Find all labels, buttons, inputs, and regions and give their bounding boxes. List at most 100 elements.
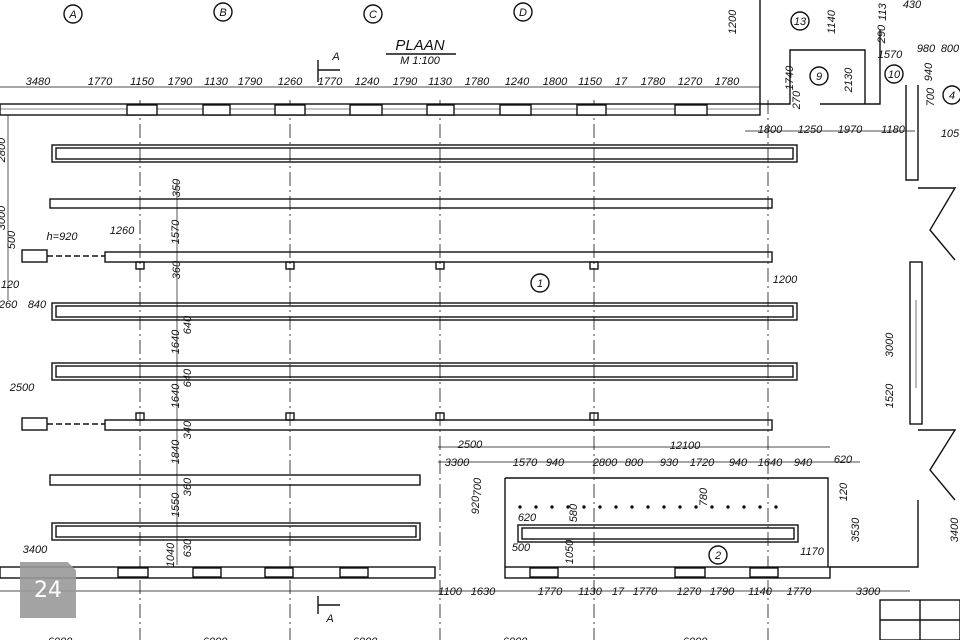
dimension-label: 1100 [438,586,463,598]
bench [104,419,773,431]
dimension-label: 1050 [564,539,576,564]
dimension-label: 940 [794,457,813,469]
axis-label: A [68,9,76,21]
dot [742,505,746,509]
dimension-label: 270 [791,90,803,110]
dimension-label: 580 [568,503,580,522]
pier [674,567,706,578]
dimension-label: 1770 [538,586,563,598]
dimension-label: 3400 [949,517,960,542]
dimension-label: 1800 [758,124,783,136]
dimension-label: 1130 [428,76,453,88]
dimension-label: 1250 [798,124,823,136]
dimension-label: 105 [941,128,960,140]
dimension-label: 800 [941,43,960,55]
axis-spacing-label: 6000 [353,636,378,640]
pier [426,104,455,116]
dimension-label: 1130 [578,586,603,598]
dimension-label: 1180 [881,124,906,136]
dot [694,505,698,509]
axis-bubble [513,2,533,22]
dimension-label: 780 [698,487,710,506]
bench [51,144,798,163]
drinking-fountain [21,417,48,431]
dimension-label: 1790 [238,76,263,88]
axis-spacing-label: 6000 [48,636,73,640]
dimension-label: 1270 [677,586,702,598]
dimension-label: 2130 [843,67,855,93]
dimension-label: 17 [612,586,625,598]
dimension-label: 1150 [578,76,603,88]
dimension-label: 1570 [878,49,903,61]
dimension-label: 1260 [278,76,303,88]
column [435,261,445,270]
dimension-label: 1570 [170,219,182,244]
dimension-label: 1640 [758,457,783,469]
section-marker [317,60,340,82]
axis-label: B [219,7,226,19]
dimension-label: 1130 [204,76,229,88]
dimension-label: 700 [472,477,484,496]
drawing-title: PLAAN [395,37,444,54]
dimension-label: 2800 [592,457,618,469]
bench-inner [55,365,794,378]
dimension-label: 1260 [110,225,135,237]
dimension-label: 980 [917,43,936,55]
pier [349,104,383,116]
section-marker [317,596,340,614]
pier [339,567,369,578]
dot [534,505,538,509]
dimension-label: 1270 [678,76,703,88]
axis-label: C [369,9,377,21]
room-number-circle [708,545,728,565]
bench-height-note: h=920 [47,231,79,243]
drinking-fountain [21,249,48,263]
dimension-label: 3480 [26,76,51,88]
dot [550,505,554,509]
column [135,412,145,421]
dimension-label: 350 [171,178,183,197]
column [285,261,295,270]
dot [582,505,586,509]
axis-bubble [363,4,383,24]
dimension-label: 1170 [800,546,825,558]
axis-bubble [63,4,83,24]
drawing-scale: M 1:100 [400,55,441,67]
column [435,412,445,421]
dimension-label: 3300 [856,586,881,598]
dimension-label: 12100 [670,440,701,452]
dimension-label: 3400 [23,544,48,556]
dot [758,505,762,509]
room-number-circle [530,273,550,293]
dimension-label: 1550 [170,492,182,517]
dimension-label: 1140 [826,9,838,34]
dimension-label: 120 [838,482,850,501]
column [589,261,599,270]
dimension-label: 920 [470,495,482,514]
room-number-circle [942,85,960,105]
pier [674,104,708,116]
axis-bubble [213,2,233,22]
dimension-label: 290 [876,24,888,44]
dimension-label: 430 [903,0,922,11]
dimension-label: 120 [1,279,20,291]
dimension-label: 620 [834,454,853,466]
dot [566,505,570,509]
dimension-label: 1150 [130,76,155,88]
dimension-label: 940 [546,457,565,469]
dimension-label: 360 [171,260,183,279]
dimension-label: 1780 [465,76,490,88]
pier [192,567,222,578]
pier [264,567,294,578]
bench-inner [55,147,794,160]
dimension-label: 3530 [850,517,862,542]
dot [646,505,650,509]
section-marker-label: A [325,613,333,625]
dimension-label: 620 [518,512,537,524]
pier [274,104,306,116]
room-number: 1 [537,278,543,290]
pier [749,567,779,578]
dimension-label: 1200 [727,9,739,34]
room-number: 9 [816,71,822,83]
